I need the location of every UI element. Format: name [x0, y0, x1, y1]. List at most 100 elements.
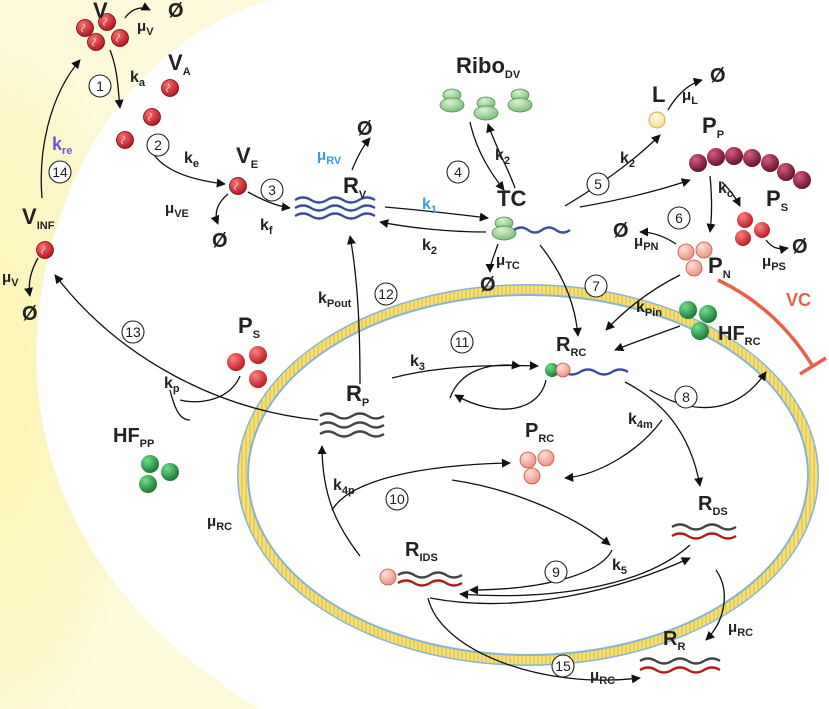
svg-text:μVE: μVE [165, 200, 189, 220]
svg-text:Ø: Ø [357, 118, 373, 140]
svg-text:7: 7 [592, 278, 600, 294]
step-8: 8 [674, 385, 698, 409]
svg-text:Ø: Ø [22, 303, 38, 325]
step-11: 11 [450, 330, 474, 354]
svg-text:ka: ka [130, 69, 146, 89]
svg-text:RV: RV [343, 173, 367, 201]
ribosome-TC [491, 216, 517, 241]
host-factor-HFPP [139, 455, 179, 493]
vc-inhibition-line [717, 278, 814, 366]
virus-VE [229, 177, 247, 195]
host-factor-HFRC [679, 301, 717, 340]
step-1: 1 [88, 74, 112, 98]
virus-VINF [36, 241, 54, 259]
svg-text:14: 14 [52, 164, 68, 180]
svg-text:RiboDV: RiboDV [456, 53, 521, 81]
svg-text:6: 6 [675, 210, 683, 226]
svg-text:RR: RR [663, 628, 685, 653]
label-VC: VC [786, 290, 811, 310]
svg-text:μTC: μTC [496, 252, 520, 272]
svg-text:kf: kf [260, 217, 273, 237]
svg-text:RRC: RRC [556, 334, 586, 359]
svg-text:μV: μV [2, 269, 19, 289]
svg-text:4: 4 [454, 164, 462, 180]
svg-text:μPS: μPS [762, 253, 786, 273]
replication-complex-RRC [545, 362, 629, 378]
svg-text:15: 15 [555, 658, 571, 674]
step-15: 15 [551, 654, 575, 678]
svg-text:RDS: RDS [698, 493, 728, 518]
svg-text:μRV: μRV [317, 147, 342, 167]
svg-text:13: 13 [125, 324, 141, 340]
svg-text:μRC: μRC [207, 513, 232, 533]
svg-text:2: 2 [154, 137, 162, 153]
svg-text:RP: RP [346, 381, 369, 409]
svg-text:HFRC: HFRC [718, 323, 761, 348]
svg-text:k2: k2 [620, 150, 635, 170]
svg-text:kPout: kPout [318, 290, 352, 310]
svg-text:PS: PS [238, 313, 260, 341]
svg-text:k5: k5 [612, 557, 627, 577]
svg-text:RIDS: RIDS [405, 539, 438, 564]
svg-text:9: 9 [552, 564, 560, 580]
svg-text:PP: PP [702, 113, 724, 141]
svg-text:Ø: Ø [480, 274, 496, 296]
protein-PS-left [227, 346, 267, 388]
svg-text:kp: kp [164, 375, 180, 395]
svg-text:k1: k1 [422, 196, 437, 216]
label-TC: TC [497, 186, 526, 211]
polyprotein-PP [689, 147, 811, 189]
rna-RDS [671, 523, 737, 540]
rna-RP [319, 412, 385, 438]
svg-text:k4p: k4p [333, 477, 355, 497]
svg-text:kre: kre [52, 134, 72, 157]
svg-text:Ø: Ø [613, 220, 629, 242]
membrane [237, 284, 819, 666]
svg-text:PN: PN [708, 253, 731, 281]
svg-text:11: 11 [455, 334, 470, 350]
svg-text:k4m: k4m [628, 411, 653, 431]
rna-RV [294, 196, 376, 220]
step-4: 4 [446, 160, 470, 184]
protein-PN [677, 241, 713, 277]
step-2: 2 [146, 133, 170, 157]
label-L: L [652, 82, 665, 107]
svg-text:3: 3 [268, 182, 276, 198]
step-6: 6 [667, 206, 691, 230]
svg-text:ke: ke [184, 150, 199, 170]
svg-text:12: 12 [378, 286, 394, 302]
rna-TC [513, 226, 571, 234]
rna-RR [639, 657, 721, 674]
step-10: 10 [385, 487, 409, 511]
svg-text:HFPP: HFPP [113, 425, 154, 450]
protein-PS-right [735, 212, 770, 246]
svg-text:Ø: Ø [792, 236, 808, 258]
svg-text:k2: k2 [495, 147, 510, 167]
svg-text:Ø: Ø [212, 230, 228, 252]
svg-text:Ø: Ø [710, 65, 726, 87]
label-V: V [93, 0, 108, 23]
step-5: 5 [586, 172, 610, 196]
step-14: 14 [48, 160, 72, 184]
protein-L [648, 111, 666, 129]
step-13: 13 [121, 320, 145, 344]
svg-text:PRC: PRC [525, 420, 554, 445]
svg-text:1: 1 [96, 78, 104, 94]
ribosome-cluster [439, 88, 533, 121]
step-9: 9 [544, 560, 568, 584]
svg-text:8: 8 [682, 389, 690, 405]
svg-text:VE: VE [236, 143, 258, 171]
svg-text:kPin: kPin [636, 299, 662, 319]
rna-RIDS [379, 568, 463, 587]
svg-text:10: 10 [389, 491, 405, 507]
svg-text:VINF: VINF [22, 204, 55, 232]
protein-PRC [519, 449, 555, 485]
step-7: 7 [584, 274, 608, 298]
svg-text:5: 5 [594, 176, 602, 192]
step-3: 3 [260, 178, 284, 202]
svg-text:k2: k2 [422, 237, 437, 257]
step-12: 12 [374, 282, 398, 306]
svg-text:μRC: μRC [728, 619, 753, 639]
